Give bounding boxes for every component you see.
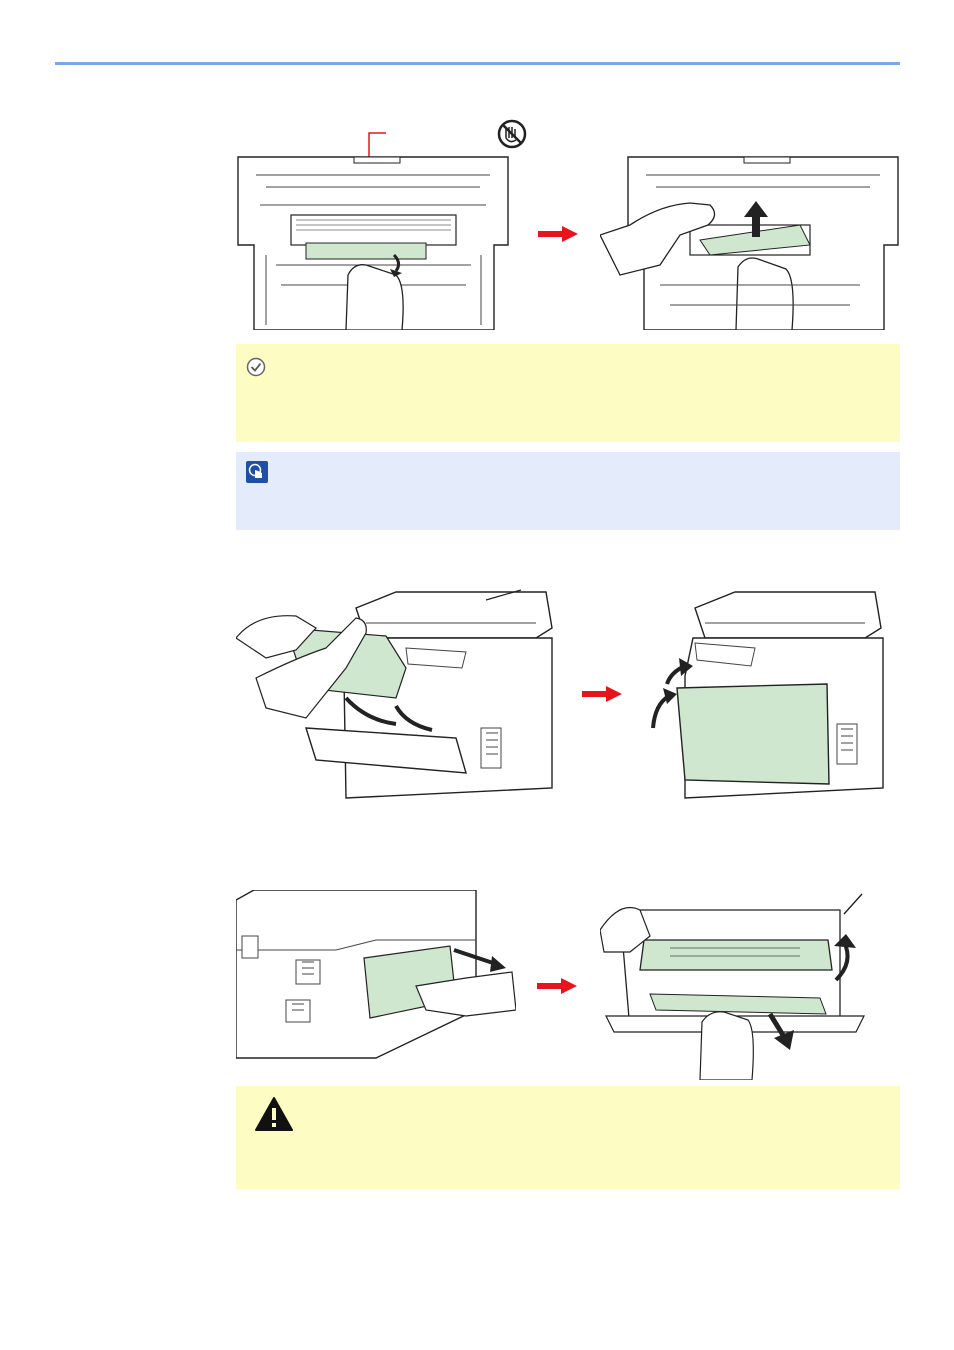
step-arrow (538, 226, 578, 247)
step-arrow (537, 978, 577, 999)
caution-note-box (236, 1086, 900, 1189)
check-note-box (236, 344, 900, 442)
figure-toner-reinsert-step-2 (645, 588, 890, 806)
tip-note-box (236, 452, 900, 530)
no-touch-icon (496, 118, 528, 150)
check-circle-icon (246, 357, 266, 382)
figure-rear-cover-open (236, 890, 516, 1065)
figure-drum-unit-jam-step-2 (600, 155, 900, 330)
header-rule (55, 62, 900, 65)
step-arrow (582, 686, 622, 707)
figure-rear-fuser-jam-remove (600, 890, 865, 1080)
warning-triangle-icon (254, 1096, 294, 1137)
figure-toner-reinsert-step-1 (236, 588, 556, 806)
hand-pointer-icon (246, 461, 268, 488)
figure-drum-unit-jam-step-1 (236, 125, 511, 330)
